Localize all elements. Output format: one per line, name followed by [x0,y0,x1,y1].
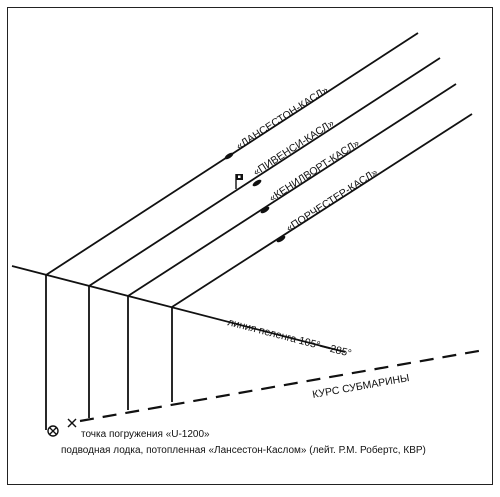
ship-marker-2 [252,179,262,187]
dive-point-label: точка погружения «U-1200» [81,429,210,440]
ship-marker-3 [260,206,270,214]
ship-label-lanceston: «ЛАНСЕСТОН-КАСЛ» [234,84,331,153]
flag-icon [235,174,243,189]
sunk-submarine-label: подводная лодка, потопленная «Лансестон-… [61,444,426,456]
ship-course-line-2 [88,57,441,287]
frame-border [7,7,493,485]
ship-marker-1 [224,152,234,160]
submarine-course-label: КУРС СУБМАРИНЫ [311,372,410,401]
bearing-line [11,265,346,353]
ship-course-line-4 [171,113,473,308]
ship-course-line-3 [127,83,457,297]
dive-point-icon [67,418,77,428]
sunk-submarine-icon [47,425,59,437]
ship-marker-4 [276,235,286,243]
submarine-course-line [79,348,485,423]
bearing-line-label: линия пеленга 105°—285° [226,316,352,360]
